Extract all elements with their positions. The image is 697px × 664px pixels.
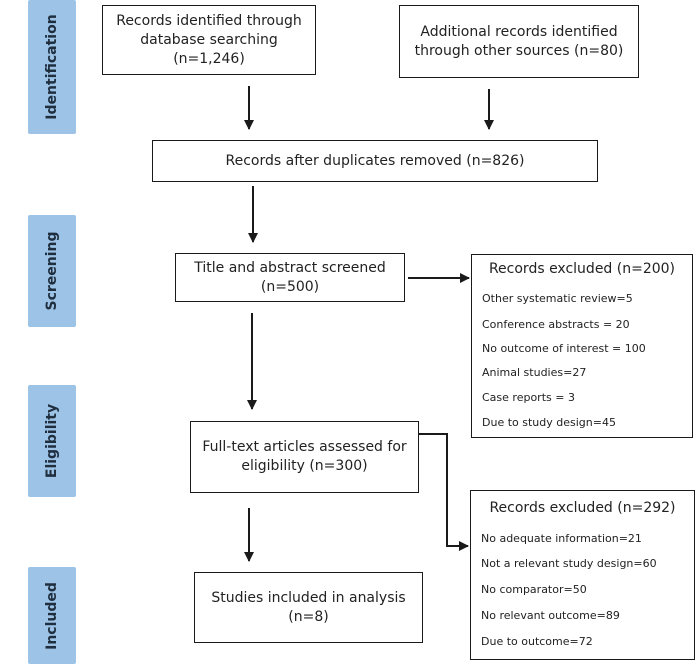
excluded-eligibility-item: No adequate information=21 [481,532,642,545]
screened-line-1: Title and abstract screened [194,259,386,276]
excluded-eligibility-item: No relevant outcome=89 [481,609,620,622]
excluded-eligibility-box: Records excluded (n=292) No adequate inf… [470,490,695,660]
excluded-eligibility-item: Not a relevant study design=60 [481,557,657,570]
stage-identification: Identification [28,0,76,134]
database-records-box: Records identified through database sear… [102,5,316,75]
other-sources-line-1: Additional records identified [420,23,618,40]
excluded-eligibility-title: Records excluded (n=292) [489,500,676,516]
arrow-fulltext-to-excluded [419,433,469,551]
fulltext-assessed-box: Full-text articles assessed for eligibil… [190,421,419,493]
database-records-line-3: (n=1,246) [173,50,245,67]
included-line-2: (n=8) [288,608,329,625]
fulltext-line-2: eligibility (n=300) [241,458,368,474]
excluded-screening-item: Other systematic review=5 [482,292,633,305]
stage-screening: Screening [28,215,76,327]
excluded-screening-title: Records excluded (n=200) [488,261,676,277]
stage-eligibility: Eligibility [28,385,76,497]
other-sources-box: Additional records identified through ot… [399,5,639,78]
fulltext-line-1: Full-text articles assessed for [202,439,407,455]
excluded-screening-item: Case reports = 3 [482,391,575,404]
excluded-screening-item: Due to study design=45 [482,416,616,429]
excluded-screening-item: Animal studies=27 [482,366,587,379]
excluded-screening-item: Conference abstracts = 20 [482,318,630,331]
database-records-line-1: Records identified through [116,12,302,29]
excluded-screening-item: No outcome of interest = 100 [482,342,646,355]
other-sources-line-2: through other sources (n=80) [414,42,624,59]
stage-included: Included [28,567,76,664]
database-records-line-2: database searching [140,31,278,48]
duplicates-removed-line-1: Records after duplicates removed (n=826) [225,152,525,169]
duplicates-removed-box: Records after duplicates removed (n=826) [152,140,598,182]
excluded-eligibility-item: Due to outcome=72 [481,635,593,648]
title-abstract-screened-box: Title and abstract screened (n=500) [175,253,405,302]
studies-included-box: Studies included in analysis (n=8) [194,572,423,643]
excluded-screening-box: Records excluded (n=200) Other systemati… [471,254,693,438]
excluded-eligibility-item: No comparator=50 [481,583,587,596]
included-line-1: Studies included in analysis [211,589,406,606]
screened-line-2: (n=500) [260,278,320,295]
